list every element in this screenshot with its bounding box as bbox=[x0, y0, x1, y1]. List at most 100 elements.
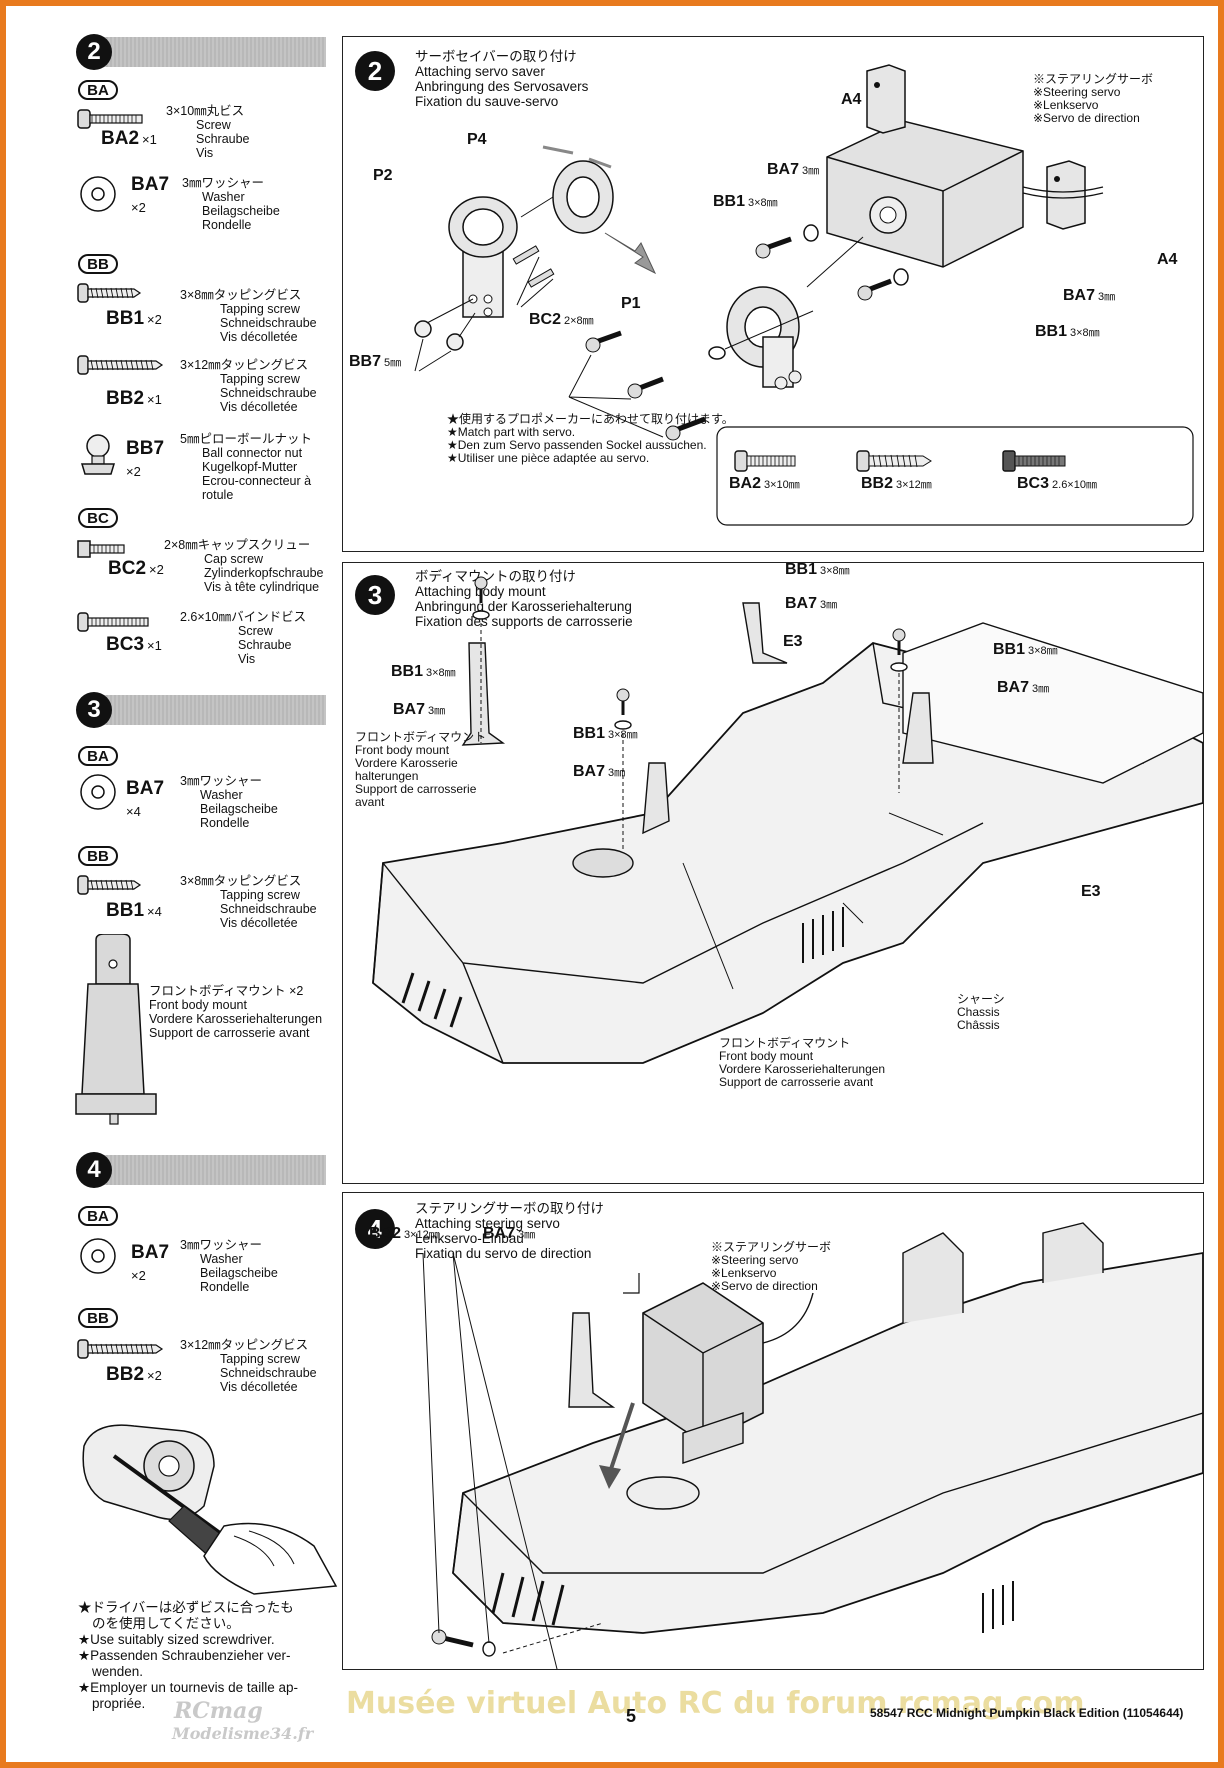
part-code: BC2×2 bbox=[108, 558, 164, 579]
sidebar-step3-header: 3 bbox=[76, 692, 326, 728]
washer-icon bbox=[80, 774, 116, 810]
tapping-screw-icon bbox=[77, 1339, 164, 1359]
part-code: BA7×2 bbox=[131, 1242, 170, 1283]
ball-connector-icon bbox=[80, 434, 116, 475]
chassis-diagram bbox=[372, 576, 1203, 1064]
steering-servo-label: ※ステアリングサーボ※Steering servo※Lenkservo※Serv… bbox=[711, 1240, 832, 1293]
watermark-text: Musée virtuel Auto RC du forum rcmag.com bbox=[346, 1686, 1085, 1721]
part-code: BB2×2 bbox=[106, 1364, 162, 1385]
part-code: BB2×1 bbox=[106, 388, 162, 409]
part-code: BA7×4 bbox=[126, 778, 165, 819]
part-code: BB1×2 bbox=[106, 308, 162, 329]
bag-label: BB bbox=[78, 254, 118, 274]
panel-number: 2 bbox=[355, 51, 395, 91]
servo-saver-diagram bbox=[414, 64, 1194, 526]
part-code: BA2×1 bbox=[101, 128, 157, 149]
sidebar-step2-header: 2 bbox=[76, 34, 326, 70]
cap-screw-icon bbox=[77, 540, 125, 558]
servo-install-diagram bbox=[422, 1222, 1203, 1669]
steering-servo-label: ※ステアリングサーボ※Steering servo※Lenkservo※Serv… bbox=[1033, 72, 1154, 125]
modelisme34-logo: Modelisme34.fr bbox=[172, 1724, 314, 1743]
part-label-p2: P2 bbox=[373, 167, 393, 184]
part-code: BB7×2 bbox=[126, 438, 165, 479]
tapping-screw-icon bbox=[77, 283, 142, 303]
page-number: 5 bbox=[626, 1706, 637, 1726]
part-label-p1: P1 bbox=[621, 295, 641, 312]
washer-icon bbox=[80, 1238, 116, 1274]
bag-label: BB bbox=[78, 1308, 118, 1328]
product-code: 58547 RCC Midnight Pumpkin Black Edition… bbox=[870, 1706, 1184, 1720]
screw-icon bbox=[77, 612, 149, 632]
rcmag-logo: RCmag bbox=[174, 1698, 263, 1724]
bag-label: BA bbox=[78, 1206, 118, 1226]
part-label-e3: E3 bbox=[1081, 883, 1101, 900]
servo-match-note: ★使用するプロポメーカーにあわせて取り付けます。★Match part with… bbox=[447, 412, 734, 465]
step-number: 2 bbox=[76, 34, 112, 70]
screwdriver-hand-drawing bbox=[82, 1424, 338, 1595]
part-code: BA7×2 bbox=[131, 174, 170, 215]
bag-label: BA bbox=[78, 746, 118, 766]
bag-label: BC bbox=[78, 508, 118, 528]
part-code: BC3×1 bbox=[106, 634, 162, 655]
panel-number: 4 bbox=[355, 1209, 395, 1249]
screwdriver-note: ★ドライバーは必ずビスに合ったものを使用してください。★Use suitably… bbox=[78, 1600, 298, 1711]
panel-number: 3 bbox=[355, 575, 395, 615]
washer-icon bbox=[80, 176, 116, 212]
tapping-screw-icon bbox=[77, 875, 142, 895]
screw-icon bbox=[77, 109, 143, 129]
sidebar-step4-header: 4 bbox=[76, 1152, 326, 1188]
part-label-a4: A4 bbox=[1157, 251, 1178, 268]
step-number: 3 bbox=[76, 692, 112, 728]
bag-label: BA bbox=[78, 80, 118, 100]
front-body-mount-drawing bbox=[75, 934, 157, 1125]
step-number: 4 bbox=[76, 1152, 112, 1188]
part-label-p4: P4 bbox=[467, 131, 487, 148]
part-label-e3: E3 bbox=[783, 633, 803, 650]
part-label-a4: A4 bbox=[841, 91, 862, 108]
bag-label: BB bbox=[78, 846, 118, 866]
tapping-screw-icon bbox=[77, 355, 164, 375]
part-code: BB1×4 bbox=[106, 900, 162, 921]
